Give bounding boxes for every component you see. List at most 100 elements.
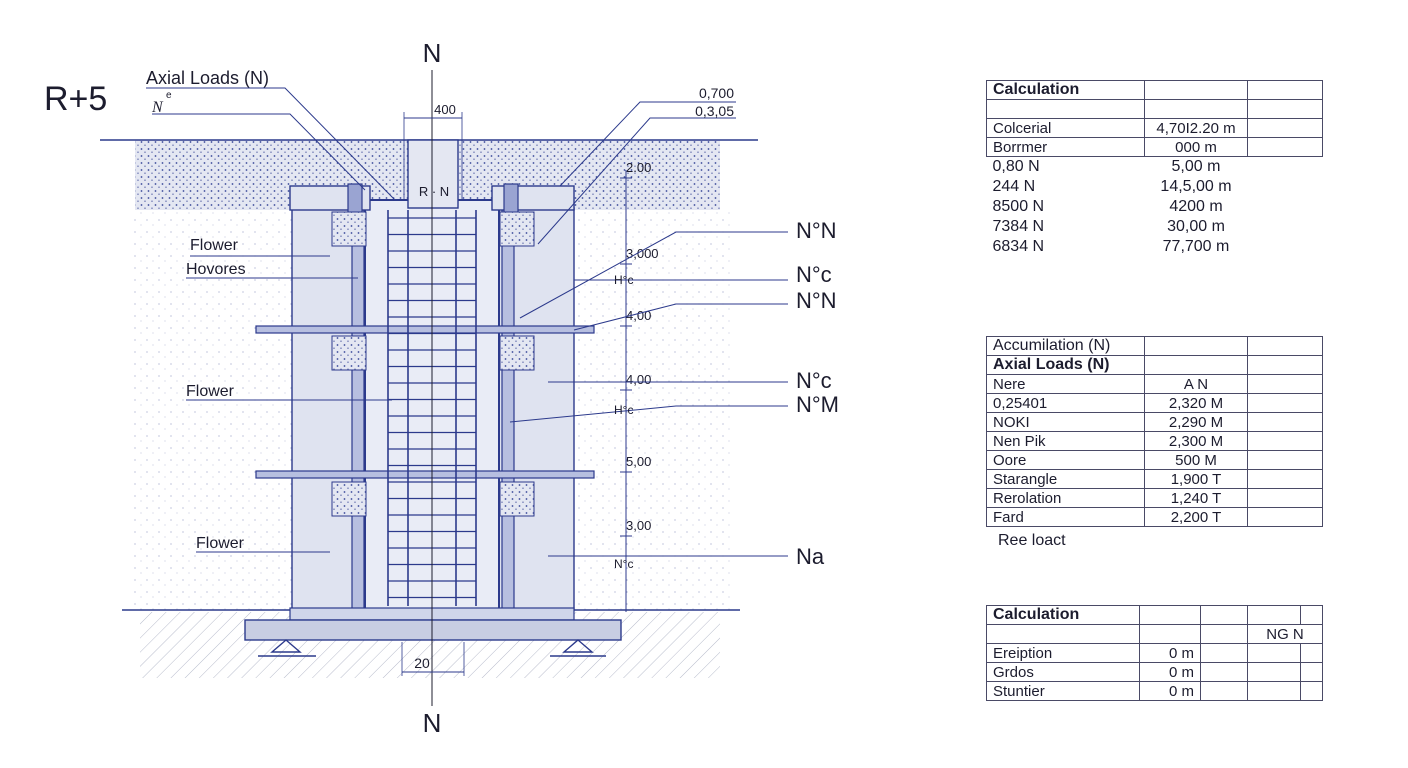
callout-top-1: 0,700 [699,85,734,101]
table-cell-empty [1247,507,1323,527]
row-value: 1,240 T [1144,488,1248,508]
table-title: Calculation [986,605,1140,625]
row-label: Oore [986,450,1145,470]
table-cell-empty [1200,624,1248,644]
row-value: 2,290 M [1144,412,1248,432]
n-small-label: N [151,99,164,116]
table-cell-empty [1247,412,1323,432]
table-cell-empty [1200,643,1248,663]
leader-line [537,117,736,245]
table-subtitle: Axial Loads (N) [986,355,1145,375]
table-cell-empty [986,99,1145,119]
row-value: 0 m [1139,681,1201,701]
table-cell-empty [1144,355,1248,375]
row-label: 6834 N [992,238,1045,255]
rebar-cage [387,210,477,606]
table-row: 6834 N 77,700 m [987,237,1323,257]
row-value: 0 m [1139,662,1201,682]
table-title: Calculation [986,80,1145,100]
row-value: 5,00 m [1171,158,1221,175]
row-label: Fard [986,507,1145,527]
leader-line [509,405,788,423]
row-label: Grdos [986,662,1140,682]
leader-line [559,101,736,187]
right-dim-value: 4,00 [626,372,651,387]
right-dim-value: 3,00 [626,518,651,533]
right-label: N°c [796,368,832,393]
row-value: 30,00 m [1167,218,1225,235]
row-label: 8500 N [992,198,1045,215]
h-label: H°c [614,273,633,287]
row-label: Starangle [986,469,1145,489]
row-label: Nere [986,374,1145,394]
table-cell-empty [1247,605,1301,625]
leader-line [152,113,366,191]
gravel-pocket [331,335,367,371]
table-cell-empty [1300,681,1323,701]
row-value: 2,320 M [1144,393,1248,413]
table-title: Accumilation (N) [986,336,1145,356]
table-cell-empty [1139,624,1201,644]
row-value: 14,5,00 m [1160,178,1232,195]
table-cell-empty [1247,662,1301,682]
left-label: Flower [190,237,239,254]
floor-band [255,325,595,334]
table-cell-empty [1200,605,1248,625]
row-label: 7384 N [992,218,1045,235]
row-value: A N [1144,374,1248,394]
left-label: Hovores [186,261,246,278]
column-top-label: R · N [419,184,449,199]
row-label: Ereiption [986,643,1140,663]
row-value: 000 m [1144,137,1248,157]
top-load-label: N [423,38,442,68]
row-label: Borrmer [986,137,1145,157]
right-label: Na [796,544,825,569]
column-section-drawing: N N R+5 Axial Loads (N) e N R · N 400 20… [44,38,839,738]
table-row: 0,80 N 5,00 m [987,157,1323,178]
calculation-table-1: Calculation Colcerial 4,70I2.20 m Borrme… [986,80,1323,257]
table-cell-empty [1247,336,1323,356]
table-cell-empty [1247,643,1301,663]
left-plate [351,209,365,611]
row-value: 2,200 T [1144,507,1248,527]
row-value: 77,700 m [1162,238,1230,255]
table-footer-note: Ree loact [998,532,1066,549]
table-row: 244 N 14,5,00 m [987,177,1323,197]
leader-line [146,87,396,201]
row-label: Rerolation [986,488,1145,508]
table-cell-empty [1144,336,1248,356]
right-label: N°N [796,288,837,313]
row-label: 0,80 N [992,158,1040,175]
table-header-cell: NG N [1247,624,1323,644]
table-cell-empty [1144,99,1248,119]
row-value: 1,900 T [1144,469,1248,489]
table-cell-empty [1247,80,1323,100]
gravel-pocket [331,481,367,517]
table-cell-empty [1247,393,1323,413]
row-value: 2,300 M [1144,431,1248,451]
callout-top-2: 0,3,05 [695,103,734,119]
table-cell-empty [1247,431,1323,451]
table-cell-empty [1300,605,1323,625]
table-cell-empty [1200,662,1248,682]
table-cell-empty [1247,355,1323,375]
building-label: R+5 [44,80,107,118]
left-label: Flower [196,535,245,552]
table-row: 7384 N 30,00 m [987,217,1323,237]
table-cell-empty [1247,469,1323,489]
right-label: N°c [796,262,832,287]
h-label: H°c [614,403,633,417]
floor-band [255,470,595,479]
